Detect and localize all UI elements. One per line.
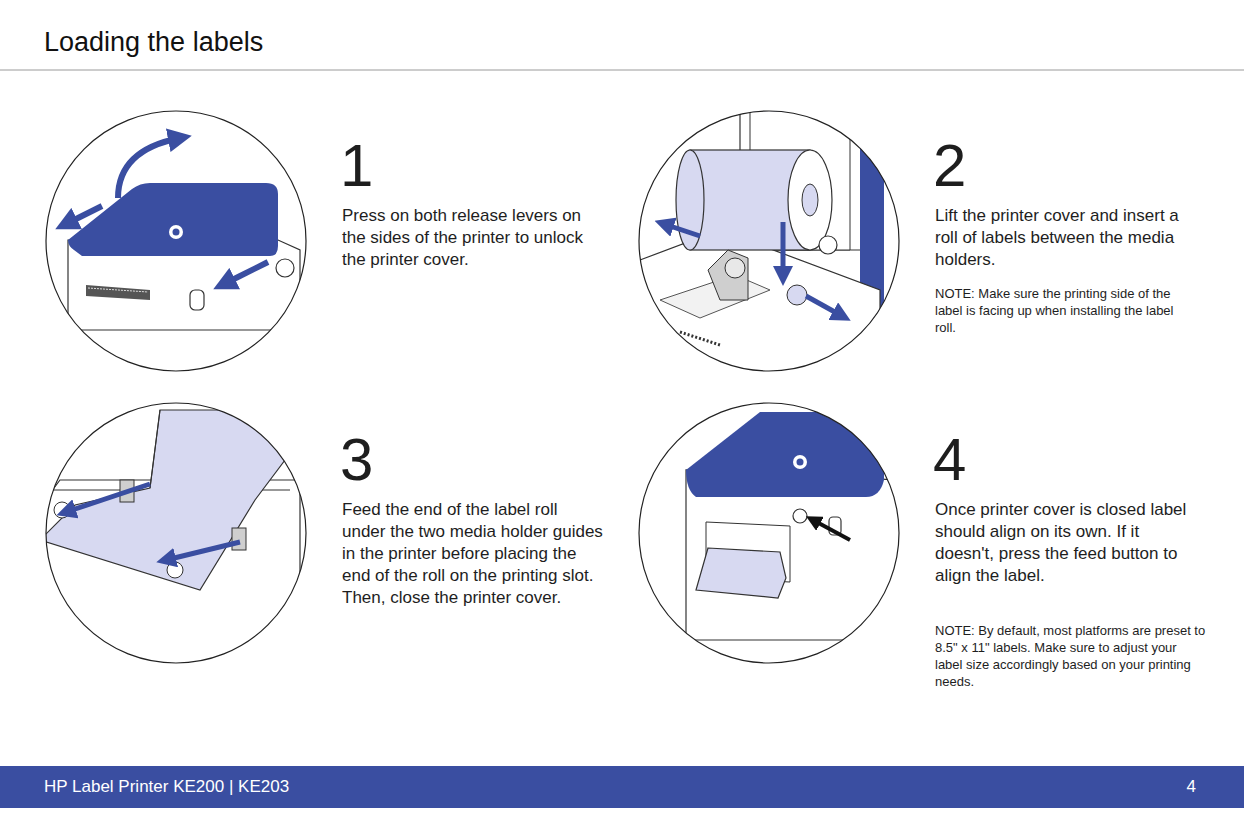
step-number: 2 xyxy=(933,136,1013,196)
page-number: 4 xyxy=(1187,777,1196,797)
step-note: NOTE: By default, most platforms are pre… xyxy=(935,622,1207,690)
footer-title: HP Label Printer KE200 | KE203 xyxy=(44,777,289,797)
page-title: Loading the labels xyxy=(44,26,263,58)
step4-figure xyxy=(686,412,900,640)
step-number: 1 xyxy=(340,136,420,196)
header-rule xyxy=(0,70,1244,71)
step-text: Press on both release levers on the side… xyxy=(342,205,604,271)
step-number: 4 xyxy=(933,430,1013,490)
step-number: 3 xyxy=(340,430,420,490)
step1-figure xyxy=(66,138,300,330)
footer-band: HP Label Printer KE200 | KE203 4 xyxy=(0,766,1244,808)
step3-figure xyxy=(30,410,300,700)
step-text: Once printer cover is closed label shoul… xyxy=(935,499,1197,587)
step-note: NOTE: Make sure the printing side of the… xyxy=(935,285,1197,336)
step-text: Lift the printer cover and insert a roll… xyxy=(935,205,1197,271)
step-text: Feed the end of the label roll under the… xyxy=(342,499,604,609)
